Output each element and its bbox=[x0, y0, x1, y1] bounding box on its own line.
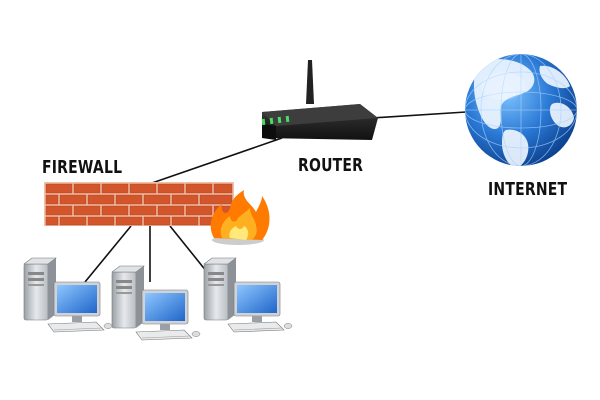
firewall-brick-wall-icon bbox=[44, 182, 234, 226]
router-icon bbox=[261, 60, 378, 140]
firewall-label: FIREWALL bbox=[42, 158, 123, 178]
computer-icon bbox=[203, 257, 293, 333]
computer-icon bbox=[111, 265, 201, 341]
router-label: ROUTER bbox=[298, 156, 364, 176]
connection-lines bbox=[84, 111, 467, 283]
computer-icon bbox=[23, 257, 113, 333]
flame-icon bbox=[210, 190, 270, 245]
internet-label: INTERNET bbox=[488, 180, 568, 200]
router-led-lights bbox=[261, 115, 290, 126]
link-router-internet bbox=[371, 111, 467, 119]
link-firewall-router bbox=[151, 137, 283, 184]
globe-icon bbox=[465, 54, 577, 166]
link-firewall-pc-1 bbox=[84, 225, 132, 283]
